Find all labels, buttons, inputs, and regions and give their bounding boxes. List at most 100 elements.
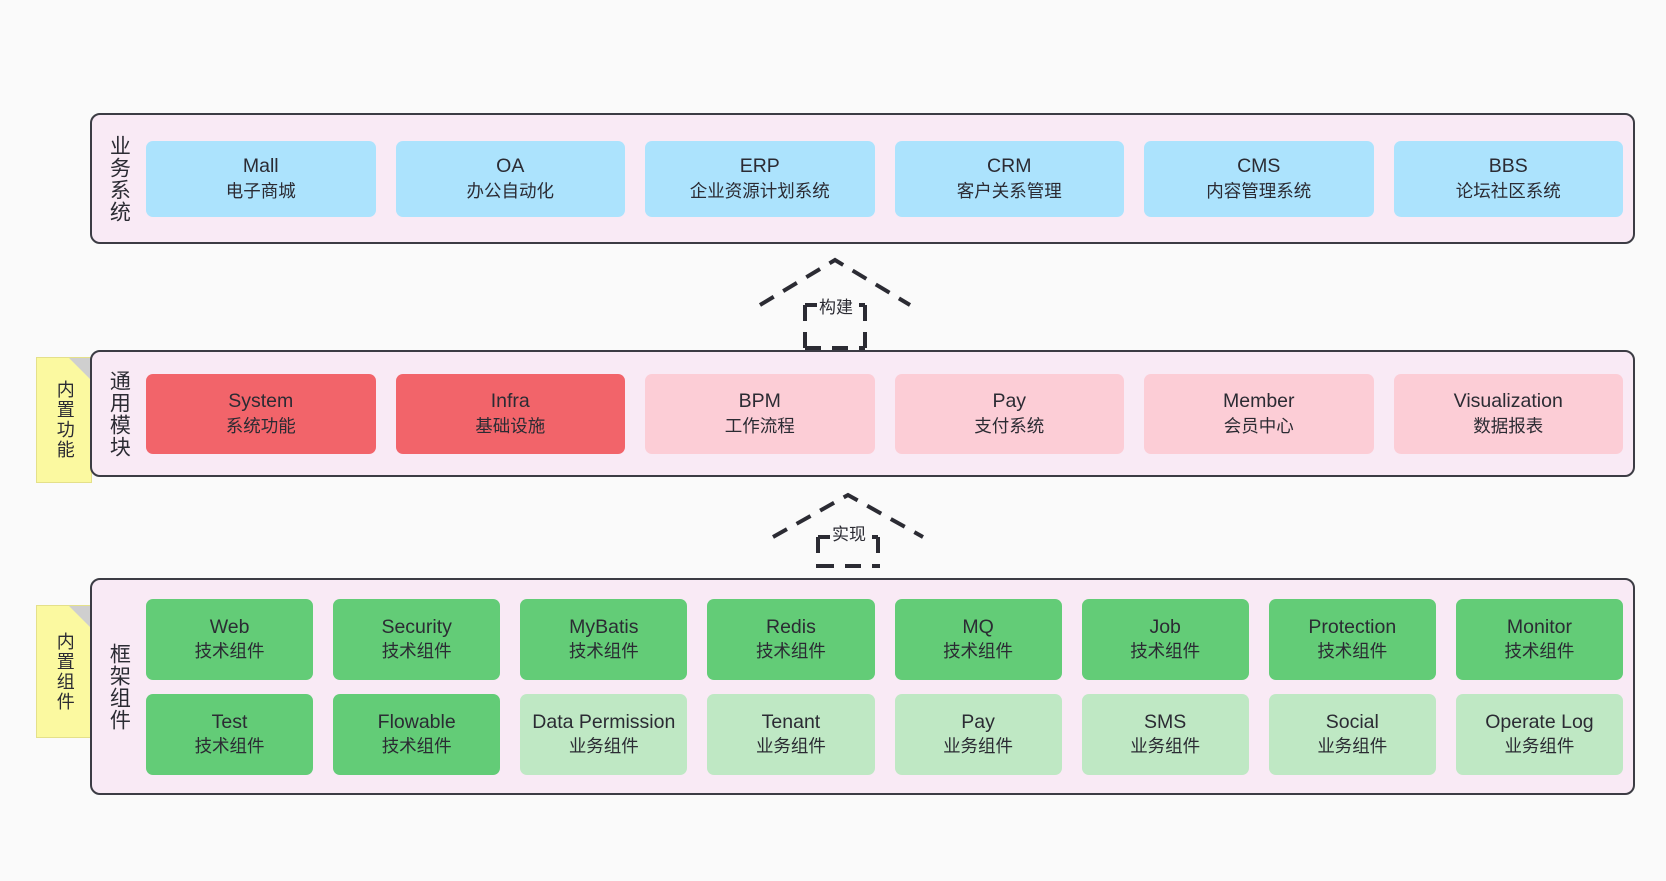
card-tenant[interactable]: Tenant 业务组件 (707, 693, 875, 775)
sticky-note-builtin-component: 内置组件 (36, 605, 92, 738)
card-crm[interactable]: CRM 客户关系管理 (894, 140, 1124, 217)
card-system-en: System (228, 390, 294, 413)
card-monitor-cn: 技术组件 (1504, 641, 1575, 662)
card-member[interactable]: Member 会员中心 (1144, 373, 1374, 454)
card-erp-en: ERP (739, 155, 780, 178)
card-data-permission[interactable]: Data Permission 业务组件 (520, 693, 688, 775)
card-system-cn: 系统功能 (225, 415, 296, 436)
card-member-en: Member (1222, 390, 1295, 413)
card-tenant-cn: 业务组件 (755, 736, 826, 757)
card-infra-en: Infra (490, 390, 530, 413)
card-crm-cn: 客户关系管理 (956, 180, 1062, 201)
connector-build-arrow: 构建 (755, 255, 915, 350)
card-mall[interactable]: Mall 电子商城 (146, 140, 376, 217)
build-arrow-head (758, 257, 912, 307)
card-pay-component-cn: 业务组件 (943, 736, 1014, 757)
card-bpm[interactable]: BPM 工作流程 (645, 373, 875, 454)
card-mq-cn: 技术组件 (943, 641, 1014, 662)
card-sms-en: SMS (1144, 710, 1187, 733)
card-visualization[interactable]: Visualization 数据报表 (1393, 373, 1623, 454)
card-social-cn: 业务组件 (1317, 736, 1388, 757)
connector-implement-arrow: 实现 (768, 490, 928, 568)
card-mq[interactable]: MQ 技术组件 (894, 598, 1062, 680)
layer-body-common-module: System 系统功能 Infra 基础设施 BPM 工作流程 Pay 支付系统… (140, 360, 1623, 467)
card-tenant-en: Tenant (761, 710, 821, 733)
card-pay-component[interactable]: Pay 业务组件 (894, 693, 1062, 775)
layer-business-system: 业务系统 Mall 电子商城 OA 办公自动化 ERP 企业资源计划系统 CRM… (90, 113, 1635, 244)
card-operate-log[interactable]: Operate Log 业务组件 (1455, 693, 1623, 775)
card-mq-en: MQ (962, 615, 994, 638)
card-system[interactable]: System 系统功能 (146, 373, 376, 454)
card-redis[interactable]: Redis 技术组件 (707, 598, 875, 680)
card-mybatis[interactable]: MyBatis 技术组件 (520, 598, 688, 680)
card-member-cn: 会员中心 (1223, 415, 1294, 436)
card-job[interactable]: Job 技术组件 (1081, 598, 1249, 680)
layer-framework-component: 框架组件 Web 技术组件 Security 技术组件 MyBatis 技术组件… (90, 578, 1635, 795)
card-protection[interactable]: Protection 技术组件 (1268, 598, 1436, 680)
card-pay-module-en: Pay (992, 390, 1027, 413)
card-visualization-cn: 数据报表 (1473, 415, 1544, 436)
card-operate-log-cn: 业务组件 (1504, 736, 1575, 757)
card-mybatis-en: MyBatis (569, 615, 639, 638)
card-visualization-en: Visualization (1453, 390, 1563, 413)
card-crm-en: CRM (987, 155, 1032, 178)
card-monitor-en: Monitor (1506, 615, 1572, 638)
card-data-permission-en: Data Permission (532, 710, 676, 733)
card-job-en: Job (1149, 615, 1181, 638)
card-protection-cn: 技术组件 (1317, 641, 1388, 662)
card-cms-cn: 内容管理系统 (1206, 180, 1312, 201)
card-sms-cn: 业务组件 (1130, 736, 1201, 757)
layer-body-business-system: Mall 电子商城 OA 办公自动化 ERP 企业资源计划系统 CRM 客户关系… (140, 123, 1623, 234)
card-test[interactable]: Test 技术组件 (146, 693, 314, 775)
sticky-note-builtin-function: 内置功能 (36, 357, 92, 483)
card-web[interactable]: Web 技术组件 (146, 598, 314, 680)
card-oa-en: OA (496, 155, 525, 178)
row-tech-components: Web 技术组件 Security 技术组件 MyBatis 技术组件 Redi… (146, 598, 1623, 680)
card-bpm-en: BPM (738, 390, 781, 413)
card-social[interactable]: Social 业务组件 (1268, 693, 1436, 775)
row-business-components: Test 技术组件 Flowable 技术组件 Data Permission … (146, 693, 1623, 775)
card-flowable[interactable]: Flowable 技术组件 (333, 693, 501, 775)
card-erp[interactable]: ERP 企业资源计划系统 (645, 140, 875, 217)
card-sms[interactable]: SMS 业务组件 (1081, 693, 1249, 775)
card-oa-cn: 办公自动化 (466, 180, 555, 201)
card-job-cn: 技术组件 (1130, 641, 1201, 662)
card-erp-cn: 企业资源计划系统 (689, 180, 830, 201)
layer-title-framework-component: 框架组件 (107, 642, 131, 731)
row-business-systems: Mall 电子商城 OA 办公自动化 ERP 企业资源计划系统 CRM 客户关系… (146, 140, 1623, 217)
card-infra-cn: 基础设施 (475, 415, 546, 436)
card-pay-module[interactable]: Pay 支付系统 (894, 373, 1124, 454)
card-bbs[interactable]: BBS 论坛社区系统 (1393, 140, 1623, 217)
card-redis-cn: 技术组件 (755, 641, 826, 662)
card-cms-en: CMS (1237, 155, 1281, 178)
card-bbs-cn: 论坛社区系统 (1455, 180, 1561, 201)
card-social-en: Social (1325, 710, 1379, 733)
card-flowable-en: Flowable (377, 710, 456, 733)
sticky-note-builtin-function-label: 内置功能 (54, 380, 75, 460)
card-web-cn: 技术组件 (194, 641, 265, 662)
card-cms[interactable]: CMS 内容管理系统 (1144, 140, 1374, 217)
card-data-permission-cn: 业务组件 (568, 736, 639, 757)
connector-implement-label: 实现 (830, 520, 868, 545)
card-mall-en: Mall (242, 155, 279, 178)
connector-build-label: 构建 (817, 293, 855, 318)
layer-body-framework-component: Web 技术组件 Security 技术组件 MyBatis 技术组件 Redi… (140, 588, 1623, 785)
card-monitor[interactable]: Monitor 技术组件 (1455, 598, 1623, 680)
layer-title-business-system: 业务系统 (107, 134, 131, 223)
card-test-cn: 技术组件 (194, 736, 265, 757)
card-security-cn: 技术组件 (381, 641, 452, 662)
impl-arrow-head (772, 492, 924, 539)
card-protection-en: Protection (1308, 615, 1397, 638)
card-bpm-cn: 工作流程 (724, 415, 795, 436)
row-common-modules: System 系统功能 Infra 基础设施 BPM 工作流程 Pay 支付系统… (146, 373, 1623, 454)
card-bbs-en: BBS (1488, 155, 1528, 178)
layer-common-module: 通用模块 System 系统功能 Infra 基础设施 BPM 工作流程 Pay… (90, 350, 1635, 477)
card-mall-cn: 电子商城 (225, 180, 296, 201)
card-web-en: Web (209, 615, 250, 638)
card-security[interactable]: Security 技术组件 (333, 598, 501, 680)
card-pay-component-en: Pay (961, 710, 995, 733)
sticky-note-builtin-component-label: 内置组件 (54, 631, 75, 712)
card-infra[interactable]: Infra 基础设施 (395, 373, 625, 454)
card-oa[interactable]: OA 办公自动化 (395, 140, 625, 217)
